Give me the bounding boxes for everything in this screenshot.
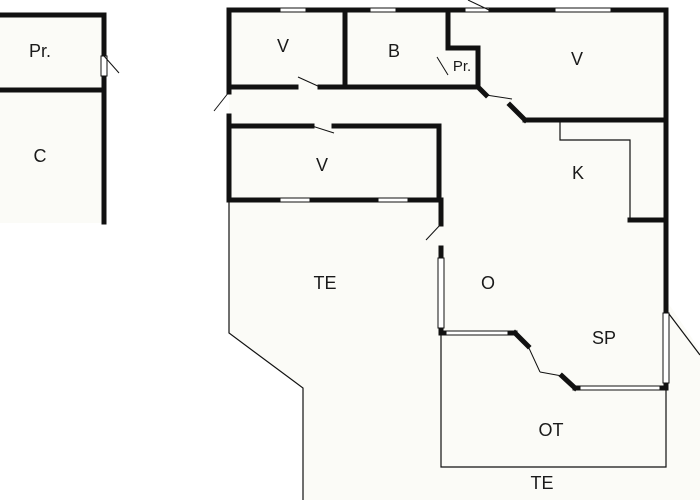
window <box>369 7 397 13</box>
window <box>279 197 311 203</box>
detached-building <box>0 12 120 225</box>
room-label-pr: Pr. <box>453 58 471 75</box>
door-swing <box>297 76 321 88</box>
thin-lines <box>228 120 700 500</box>
room-label-pr-detached: Pr. <box>29 41 51 61</box>
window <box>554 7 612 13</box>
door-swing <box>103 55 120 74</box>
window <box>662 312 670 384</box>
room-label-te-left: TE <box>313 273 336 293</box>
room-label-c: C <box>34 146 47 166</box>
room-label-v-top-left: V <box>277 36 289 56</box>
door-swing <box>213 91 230 112</box>
doors <box>213 0 563 377</box>
room-label-o: O <box>481 273 495 293</box>
room-label-ot: OT <box>539 420 564 440</box>
room-label-v-middle: V <box>316 155 328 175</box>
window <box>377 197 409 203</box>
floor-fills <box>0 10 700 500</box>
room-label-k: K <box>572 163 584 183</box>
room-label-v-top-right: V <box>571 49 583 69</box>
room-label-b: B <box>388 41 400 61</box>
door-swing <box>539 371 563 377</box>
window <box>579 385 661 391</box>
window <box>437 257 445 329</box>
window <box>445 330 509 336</box>
door-swing <box>425 223 442 241</box>
door-swing <box>311 125 335 134</box>
room-labels: Pr. C V B Pr. V V K TE O SP OT TE <box>29 36 616 493</box>
door-swing <box>467 0 490 11</box>
door-swing <box>527 345 541 373</box>
room-label-sp: SP <box>592 328 616 348</box>
room-label-te-bottom: TE <box>530 473 553 493</box>
window <box>279 7 307 13</box>
interior-walls <box>226 7 669 223</box>
door-swing <box>436 56 449 76</box>
windows <box>279 7 670 391</box>
door-swing <box>485 94 513 100</box>
